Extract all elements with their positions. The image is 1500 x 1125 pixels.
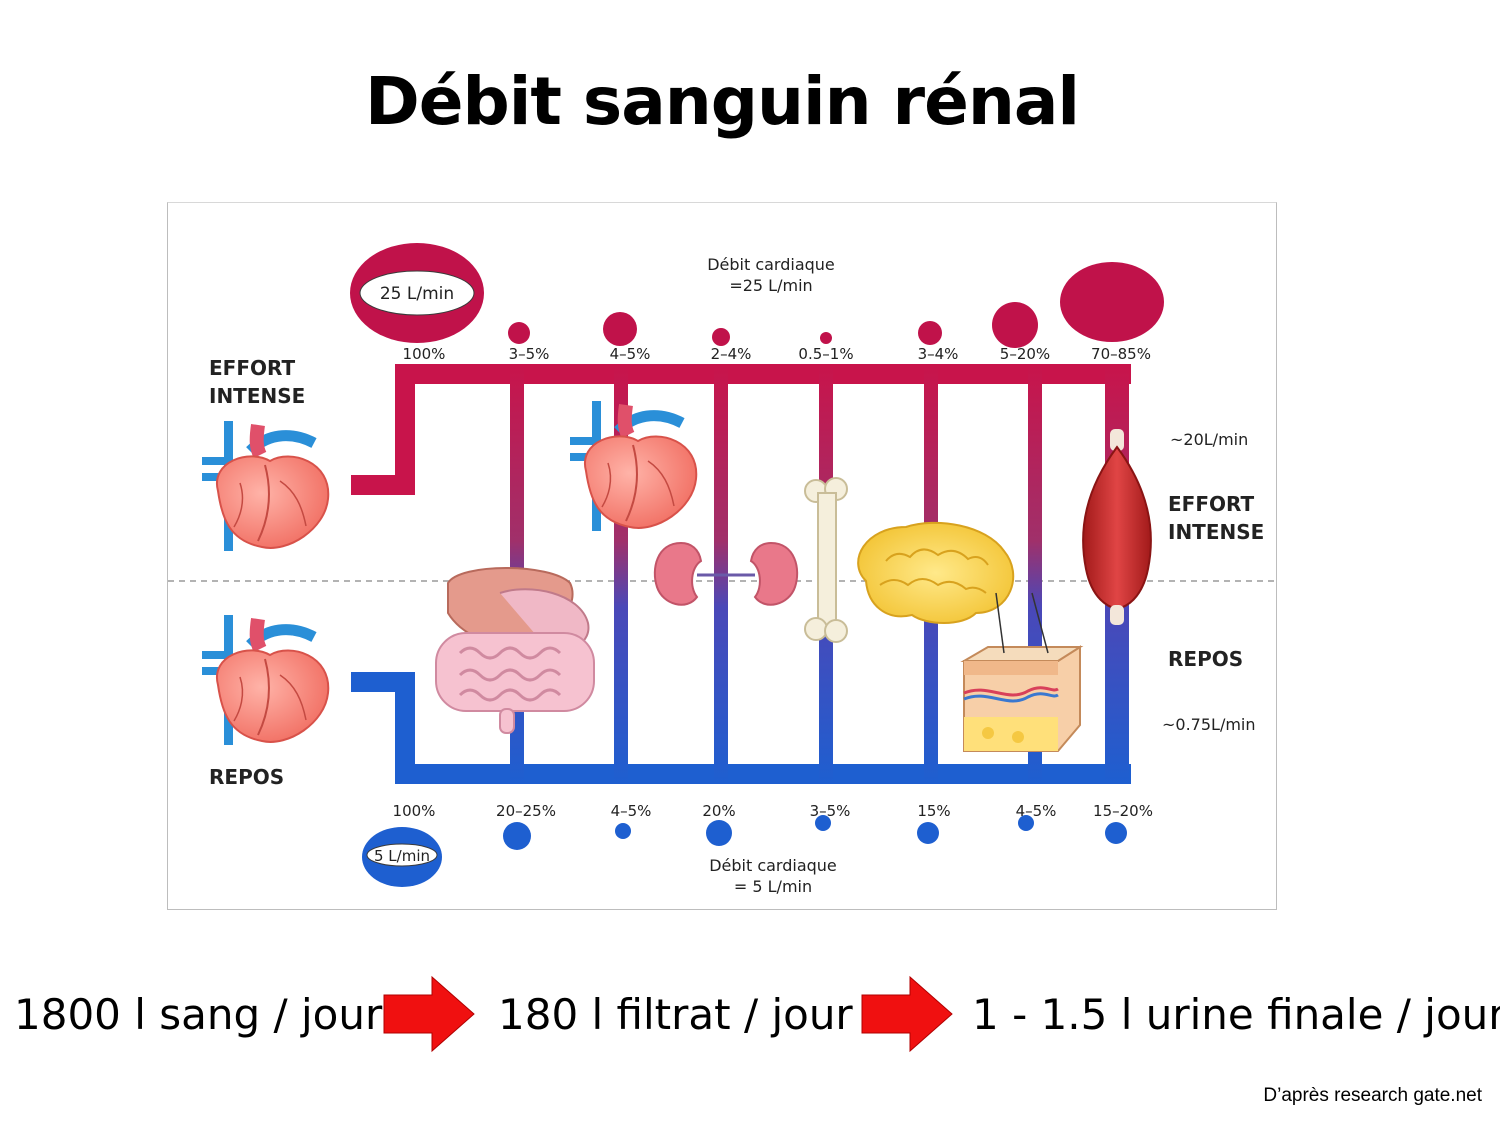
heart-icon: [570, 401, 696, 531]
arrow-right-icon: [383, 975, 475, 1053]
rest-pct-heart: 100%: [393, 802, 436, 820]
bone-icon: [804, 477, 848, 643]
rest-label-right: REPOS: [1168, 647, 1243, 671]
effort-network: [351, 364, 1131, 495]
brain-icon: [857, 521, 1015, 624]
rest-cardiac-output-line1: Débit cardiaque: [709, 856, 837, 875]
flow-step-filtrate: 180 l filtrat / jour: [498, 990, 853, 1039]
rest-bubbles: [362, 815, 1127, 887]
rest-pct-muscle: 15–20%: [1093, 802, 1153, 820]
flow-step-urine: 1 - 1.5 l urine finale / jour: [972, 990, 1500, 1039]
rest-pct-brain: 15%: [917, 802, 950, 820]
rest-network: [351, 672, 1131, 784]
effort-cardiac-output-line2: =25 L/min: [729, 276, 812, 295]
effort-pct-kidneys: 2–4%: [711, 345, 752, 363]
effort-bubbles: [350, 243, 1164, 348]
flow-step-blood: 1800 l sang / jour: [14, 990, 383, 1039]
skin-icon: [960, 592, 1084, 752]
effort-pct-heart: 100%: [403, 345, 446, 363]
effort-heart-bubble-label: 25 L/min: [380, 284, 454, 304]
slide-title: Débit sanguin rénal: [364, 63, 1080, 140]
rest-label-left: REPOS: [209, 765, 284, 789]
effort-muscle-flow: ~20L/min: [1170, 430, 1248, 449]
rest-muscle-flow: ~0.75L/min: [1162, 715, 1256, 734]
arrow-right-icon: [861, 975, 953, 1053]
effort-pct-digestive: 3–5%: [509, 345, 550, 363]
rest-heart-bubble-label: 5 L/min: [374, 847, 430, 865]
effort-cardiac-output-line1: Débit cardiaque: [707, 255, 835, 274]
source-credit: D’après research gate.net: [1263, 1085, 1482, 1106]
rest-pct-coronary: 4–5%: [611, 802, 652, 820]
heart-icon: [202, 615, 328, 745]
rest-pct-bone: 3–5%: [810, 802, 851, 820]
effort-pct-brain: 3–4%: [918, 345, 959, 363]
effort-pct-muscle: 70–85%: [1091, 345, 1151, 363]
heart-icon: [202, 421, 328, 551]
rest-pct-skin: 4–5%: [1016, 802, 1057, 820]
rest-cardiac-output-line2: = 5 L/min: [734, 877, 812, 896]
effort-label-left-line2: INTENSE: [209, 384, 305, 408]
diagram-canvas: Débit cardiaque =25 L/min 25 L/min 100% …: [168, 243, 1276, 896]
effort-pct-bone: 0.5–1%: [798, 345, 853, 363]
rest-pct-kidneys: 20%: [702, 802, 735, 820]
effort-label-right-line2: INTENSE: [1168, 520, 1264, 544]
effort-label-right-line1: EFFORT: [1168, 492, 1254, 516]
effort-pct-coronary: 4–5%: [610, 345, 651, 363]
effort-label-left-line1: EFFORT: [209, 356, 295, 380]
effort-pct-skin: 5–20%: [1000, 345, 1050, 363]
blood-flow-diagram: Débit cardiaque =25 L/min 25 L/min 100% …: [167, 202, 1277, 910]
digestive-system-icon: [435, 567, 595, 734]
muscle-icon: [1082, 429, 1152, 625]
rest-pct-digestive: 20–25%: [496, 802, 556, 820]
kidneys-icon: [653, 541, 799, 606]
